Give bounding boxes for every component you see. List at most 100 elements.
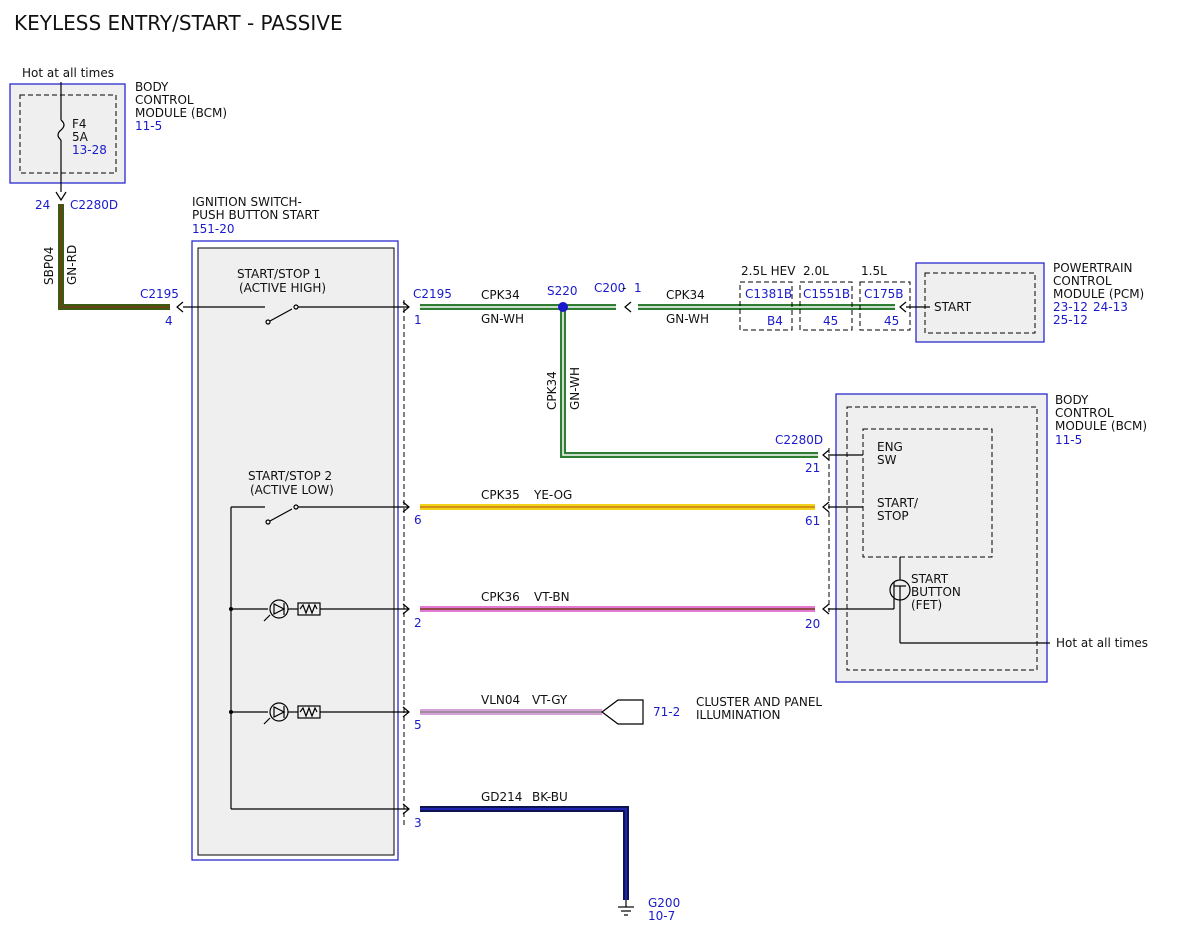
connector-arrow-icon <box>55 191 67 202</box>
start-button-label-1: START <box>911 572 949 586</box>
page-reference-tag-icon <box>601 699 644 725</box>
pcm-ref-1: 23-12 <box>1053 300 1088 314</box>
cpk34-a-circuit: CPK34 <box>481 288 520 302</box>
bcm-top-name-1: BODY <box>135 80 169 94</box>
cluster-label-1: CLUSTER AND PANEL <box>696 695 822 709</box>
c2195-right-connector: C2195 <box>413 287 452 301</box>
pcm-signal: START <box>934 300 972 314</box>
c200-dash: - <box>622 281 626 295</box>
splice-s220: S220 <box>547 284 578 298</box>
cpk34-b-circuit: CPK34 <box>666 288 705 302</box>
cpk35-circuit: CPK35 <box>481 488 520 502</box>
connector-arrow-icon <box>822 603 830 615</box>
cpk36-circuit: CPK36 <box>481 590 520 604</box>
wire-sbp04: SBP04 GN-RD C2195 4 <box>42 204 184 328</box>
wire-sbp04-circuit: SBP04 <box>42 247 56 285</box>
c2195-left-pin: 4 <box>165 314 173 328</box>
pcm-conn-1: C1381B <box>745 287 792 301</box>
splice-dot <box>558 302 568 312</box>
connector-arrow-icon <box>822 501 830 513</box>
start-button-label-3: (FET) <box>911 598 942 612</box>
switch-pin-5: 5 <box>414 718 422 732</box>
switch1-label-1: START/STOP 1 <box>237 267 321 281</box>
fuse-name: F4 <box>72 117 87 131</box>
pcm-conn-2: C1551B <box>803 287 850 301</box>
eng-sw-label-1: ENG <box>877 440 903 454</box>
bcm-top-connector: C2280D <box>70 198 118 212</box>
cpk34-a-color: GN-WH <box>481 312 524 326</box>
bcm-top-pin: 24 <box>35 198 50 212</box>
bcm-top-ref: 11-5 <box>135 119 162 133</box>
vln04-circuit: VLN04 <box>481 693 520 707</box>
bcm-right-pin-20: 20 <box>805 617 820 631</box>
ignition-switch-module: IGNITION SWITCH- PUSH BUTTON START 151-2… <box>183 195 452 861</box>
pcm-conn-variant-1: 2.5L HEV <box>741 264 796 278</box>
vln04-color: VT-GY <box>532 693 568 707</box>
switch1-label-2: (ACTIVE HIGH) <box>239 281 326 295</box>
eng-sw-label-2: SW <box>877 453 897 467</box>
pcm-conn-variant-2: 2.0L <box>803 264 829 278</box>
gd214-color: BK-BU <box>532 790 568 804</box>
pcm-name-2: CONTROL <box>1053 274 1112 288</box>
pcm-conn-pin-1: B4 <box>767 314 783 328</box>
cpk34-b-color: GN-WH <box>666 312 709 326</box>
connector-arrow-icon <box>402 706 410 718</box>
connector-arrow-icon <box>822 449 830 461</box>
wire-sbp04-color: GN-RD <box>65 245 79 285</box>
bcm-right-ref: 11-5 <box>1055 433 1082 447</box>
connector-arrow-icon <box>402 803 410 815</box>
pcm-ref-2: 24-13 <box>1093 300 1128 314</box>
connector-arrow-icon <box>176 301 184 313</box>
connector-arrow-icon <box>402 603 410 615</box>
bcm-right-hot-label: Hot at all times <box>1056 636 1148 650</box>
bcm-right-pin-21: 21 <box>805 461 820 475</box>
cluster-label-2: ILLUMINATION <box>696 708 781 722</box>
ground-name: G200 <box>648 896 680 910</box>
ignition-switch-name-2: PUSH BUTTON START <box>192 208 320 222</box>
wire-cpk36: CPK36 VT-BN <box>420 590 815 612</box>
pcm-conn-pin-3: 45 <box>884 314 899 328</box>
led-icon <box>263 702 289 725</box>
start-stop-label-1: START/ <box>877 496 919 510</box>
wire-vln04: VLN04 VT-GY 71-2 CLUSTER AND PANEL ILLUM… <box>420 693 822 725</box>
ground-ref[interactable]: 10-7 <box>648 909 675 923</box>
bcm-right-name-2: CONTROL <box>1055 406 1114 420</box>
fuse-icon <box>57 119 65 141</box>
connector-arrow-icon <box>402 301 410 313</box>
cluster-ref[interactable]: 71-2 <box>653 705 680 719</box>
bcm-right-name-3: MODULE (BCM) <box>1055 419 1147 433</box>
c200-pin: 1 <box>634 281 642 295</box>
connector-arrow-icon <box>402 501 410 513</box>
pcm-name-3: MODULE (PCM) <box>1053 287 1144 301</box>
pcm-module: START POWERTRAIN CONTROL MODULE (PCM) 23… <box>906 261 1144 343</box>
bcm-top-name-2: CONTROL <box>135 93 194 107</box>
wire-gd214: GD214 BK-BU G200 10-7 <box>420 790 680 923</box>
pcm-conn-variant-3: 1.5L <box>861 264 887 278</box>
ignition-switch-name-1: IGNITION SWITCH- <box>192 195 302 209</box>
fuse-ref: 13-28 <box>72 143 107 157</box>
switch2-label-1: START/STOP 2 <box>248 469 332 483</box>
c200-connector: C200 <box>594 281 625 295</box>
bcm-right-name-1: BODY <box>1055 393 1089 407</box>
start-stop-label-2: STOP <box>877 509 909 523</box>
cpk35-color: YE-OG <box>533 488 572 502</box>
switch-pin-3: 3 <box>414 816 422 830</box>
bcm-right-pin-61: 61 <box>805 514 820 528</box>
bcm-right-module: BODY CONTROL MODULE (BCM) 11-5 C2280D EN… <box>775 393 1148 683</box>
switch-pin-1: 1 <box>414 313 422 327</box>
connector-arrow-icon <box>899 301 907 313</box>
switch2-label-2: (ACTIVE LOW) <box>250 483 334 497</box>
wire-cpk35: CPK35 YE-OG <box>420 488 815 510</box>
pcm-connectors: 2.5L HEV 2.0L 1.5L C1381B C1551B C175B B… <box>739 264 911 331</box>
switch-icon <box>269 308 293 322</box>
gd214-circuit: GD214 <box>481 790 522 804</box>
start-button-label-2: BUTTON <box>911 585 961 599</box>
switch-icon <box>269 508 293 522</box>
switch-pin-6: 6 <box>414 513 422 527</box>
pcm-ref-3: 25-12 <box>1053 313 1088 327</box>
cpk36-color: VT-BN <box>534 590 570 604</box>
connector-arrow-icon <box>624 301 632 313</box>
ignition-switch-ref: 151-20 <box>192 222 235 236</box>
cpk34-v-color: GN-WH <box>568 367 582 410</box>
